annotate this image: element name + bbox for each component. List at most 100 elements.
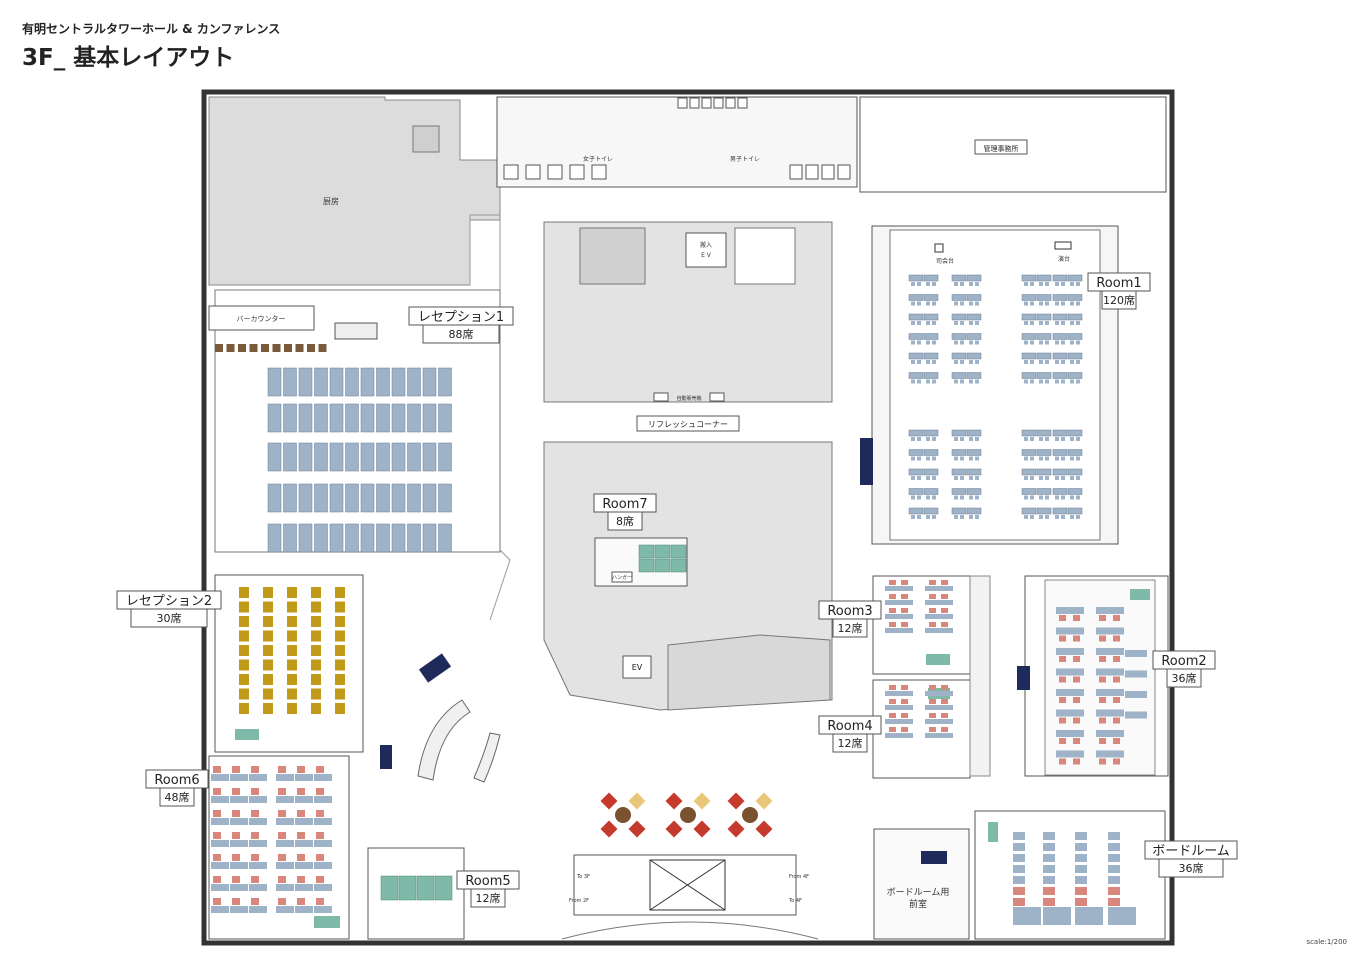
table (1043, 832, 1055, 840)
boardroom-seats: 36席 (1179, 861, 1204, 875)
chair (911, 340, 915, 345)
chair (213, 810, 221, 817)
chair (1076, 301, 1080, 306)
chair (1059, 635, 1066, 642)
chair (297, 854, 305, 861)
table (923, 333, 939, 340)
table (1096, 709, 1124, 717)
table (925, 733, 953, 738)
chair (1076, 495, 1080, 500)
chair (932, 437, 936, 441)
table (329, 483, 344, 513)
table (1108, 887, 1120, 895)
chair (1099, 758, 1106, 765)
vending-machine (653, 392, 669, 402)
room6-name: Room6 (154, 773, 199, 788)
chair (335, 659, 345, 671)
chair (975, 495, 979, 500)
chair (929, 608, 936, 613)
chair (1045, 476, 1049, 480)
esc-to3f: To 3F (576, 874, 590, 880)
bar-stool (261, 344, 269, 352)
table (360, 403, 375, 433)
table (211, 862, 229, 869)
bar-table (334, 322, 378, 340)
toilet-stall (821, 164, 835, 180)
table (422, 367, 437, 397)
boardroom-navy (921, 851, 947, 864)
chair (316, 876, 324, 883)
chair (1059, 656, 1066, 662)
table (407, 483, 421, 513)
table (966, 449, 982, 456)
chair (975, 379, 979, 384)
decor-tile (727, 792, 745, 810)
chair (1076, 321, 1080, 325)
chair (917, 495, 921, 500)
table (951, 294, 967, 301)
chair (287, 703, 297, 714)
table (1067, 429, 1083, 437)
chair (1099, 656, 1106, 662)
table (966, 507, 982, 515)
chair (929, 580, 936, 585)
chair (1030, 360, 1034, 364)
table (908, 313, 924, 321)
table (1075, 843, 1087, 851)
table (923, 294, 939, 301)
table (1125, 670, 1147, 678)
table (1067, 333, 1083, 340)
bar-stool (238, 344, 246, 352)
table (1043, 843, 1055, 851)
chair (926, 456, 930, 461)
table (1067, 507, 1083, 515)
table (1021, 294, 1037, 301)
room3-green (926, 654, 950, 665)
room2-name: Room2 (1161, 654, 1206, 669)
table (249, 906, 267, 913)
table (1096, 627, 1124, 635)
table (345, 523, 359, 553)
chair (1070, 360, 1074, 364)
chair (1039, 360, 1043, 364)
chair (1055, 301, 1059, 306)
chair (1039, 495, 1043, 500)
table (314, 818, 332, 825)
chair (926, 301, 930, 306)
chair (960, 495, 964, 500)
bar-stool (226, 344, 235, 352)
chair (287, 674, 297, 685)
reception2-seats-tag (130, 608, 208, 628)
table (966, 468, 982, 476)
chair (297, 766, 305, 773)
table (267, 523, 282, 553)
chair (911, 495, 915, 500)
chair (1039, 515, 1043, 519)
decor-tile (628, 792, 646, 810)
table (267, 483, 282, 513)
table (885, 628, 913, 633)
podium (1054, 241, 1072, 250)
chair (1039, 301, 1043, 306)
chair (213, 898, 221, 905)
table (230, 906, 248, 913)
chair (1113, 676, 1120, 683)
room3-seats-tag (832, 618, 868, 638)
urinal (725, 97, 736, 109)
table (295, 818, 313, 825)
toilet-stall (591, 164, 607, 180)
toilet-stall (525, 164, 541, 180)
table (1075, 898, 1087, 906)
chair (975, 437, 979, 441)
room1-name: Room1 (1096, 276, 1141, 291)
chair (1070, 476, 1074, 480)
chair (911, 379, 915, 384)
table (314, 862, 332, 869)
decor-tile (665, 792, 683, 810)
chair (911, 321, 915, 325)
table (295, 840, 313, 847)
table (295, 906, 313, 913)
table (1067, 313, 1083, 321)
decor-tile (693, 792, 711, 810)
